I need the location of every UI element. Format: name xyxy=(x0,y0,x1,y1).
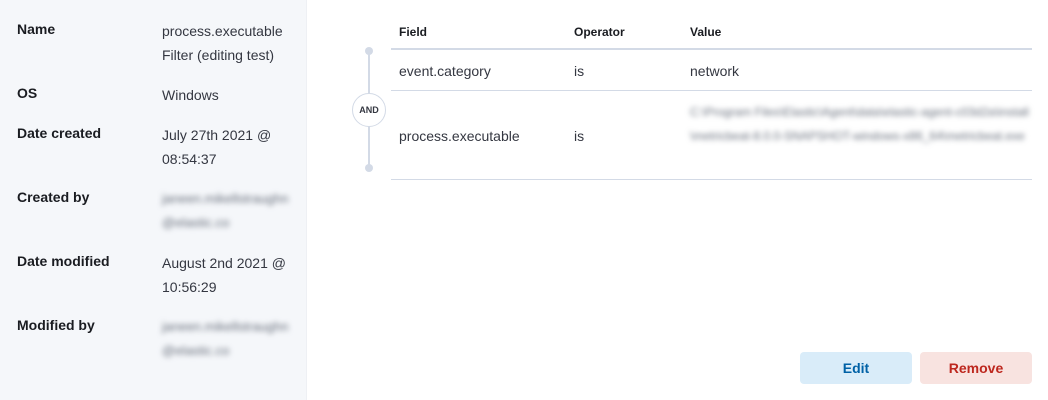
meta-label-os: OS xyxy=(17,85,38,101)
meta-label-date-modified: Date modified xyxy=(17,253,110,269)
row-operator: is xyxy=(574,128,585,144)
meta-value-modified-by: janeen.mikellstraughn@elastic.co xyxy=(162,319,289,358)
table-row: event.category is network xyxy=(391,50,1032,91)
meta-value-name: process.executable Filter (editing test) xyxy=(162,23,283,63)
exception-meta-panel: Name process.executable Filter (editing … xyxy=(0,0,307,400)
edit-button[interactable]: Edit xyxy=(800,352,912,384)
meta-label-date-created: Date created xyxy=(17,125,102,141)
and-badge: AND xyxy=(352,93,386,127)
rail-dot-top xyxy=(365,47,373,55)
meta-value-os: Windows xyxy=(162,87,219,103)
remove-button[interactable]: Remove xyxy=(920,352,1032,384)
rail-dot-bottom xyxy=(365,164,373,172)
meta-label-modified-by: Modified by xyxy=(17,317,95,333)
meta-label-name: Name xyxy=(17,21,56,37)
header-divider xyxy=(391,48,1032,50)
meta-label-created-by: Created by xyxy=(17,189,90,205)
row-operator: is xyxy=(574,63,585,79)
header-field: Field xyxy=(399,25,428,39)
row-field: event.category xyxy=(399,63,491,79)
row-value: C:\Program Files\Elastic\Agent\data\elas… xyxy=(690,105,1029,143)
row-field: process.executable xyxy=(399,128,520,144)
meta-value-date-modified: August 2nd 2021 @ 10:56:29 xyxy=(162,255,286,295)
meta-value-created-by: janeen.mikellstraughn@elastic.co xyxy=(162,191,289,230)
row-value: network xyxy=(690,63,740,79)
header-operator: Operator xyxy=(574,25,625,39)
table-row: process.executable is C:\Program Files\E… xyxy=(391,91,1032,180)
meta-value-date-created: July 27th 2021 @ 08:54:37 xyxy=(162,127,272,167)
header-value: Value xyxy=(690,25,722,39)
and-group-rail: AND xyxy=(350,46,390,176)
